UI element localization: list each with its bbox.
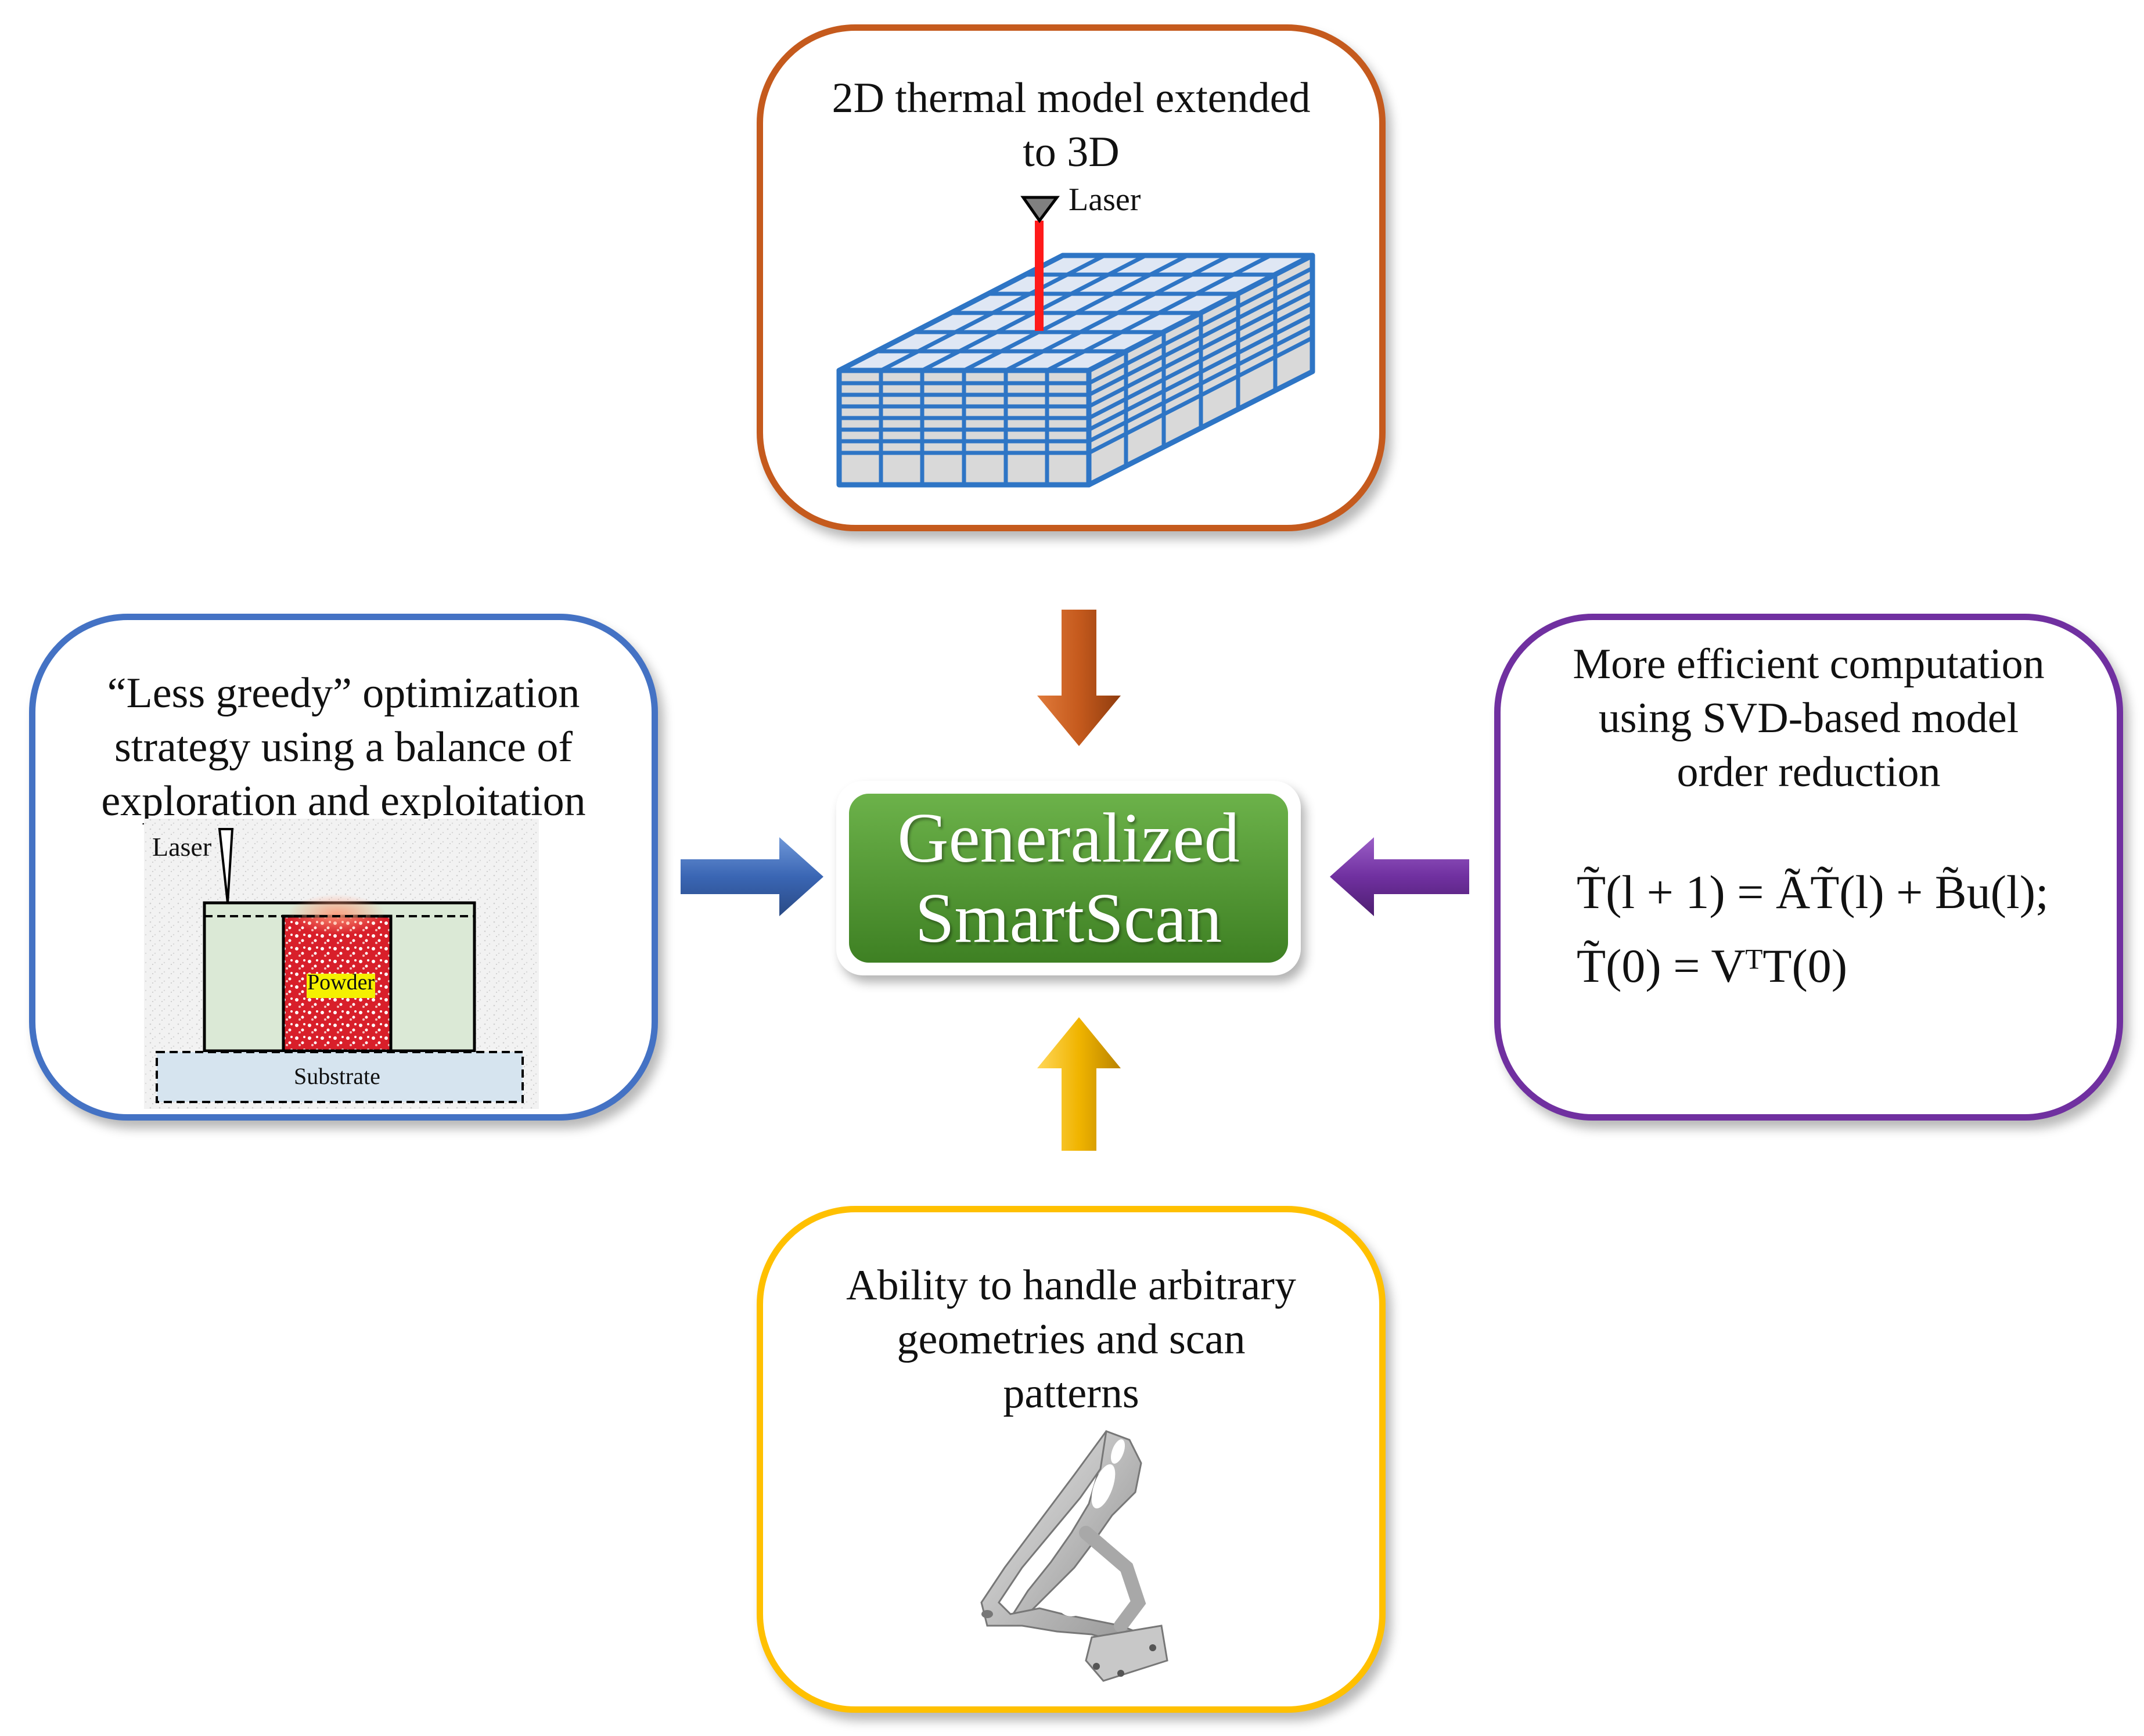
left-laser-label: Laser — [152, 832, 212, 862]
bracket-part-illustration — [980, 1430, 1168, 1682]
generalized-smartscan-fill: Generalized SmartScan — [849, 794, 1288, 963]
model-reduction-box: More efficient computation using SVD-bas… — [1494, 614, 2123, 1121]
model-reduction-title: More efficient computation using SVD-bas… — [1573, 640, 2045, 796]
thermal-model-title: 2D thermal model extended to 3D — [832, 74, 1311, 176]
optimization-strategy-title: “Less greedy” optimization strategy usin… — [101, 669, 586, 825]
powder-bed-illustration — [144, 819, 539, 1109]
arrow-left-purple — [1323, 830, 1476, 923]
powder-label: Powder — [307, 970, 375, 995]
top-laser-label: Laser — [1069, 182, 1141, 218]
generalized-smartscan-label: Generalized SmartScan — [897, 798, 1240, 957]
laser-beam — [1020, 196, 1060, 331]
substrate-label: Substrate — [294, 1063, 380, 1089]
generalized-smartscan-node: Generalized SmartScan — [836, 781, 1301, 975]
equation-state-update: T̃(l + 1) = ÃT̃(l) + B̃u(l); — [1577, 866, 2049, 919]
arrow-up-yellow — [1030, 1010, 1128, 1158]
voxel-grid-lines — [839, 253, 1314, 485]
arrow-down-orange — [1030, 603, 1128, 753]
equation-initial-state: T̃(0) = VᵀT(0) — [1577, 939, 1848, 992]
arbitrary-geometry-title: Ability to handle arbitrary geometries a… — [846, 1262, 1296, 1417]
arrow-right-blue — [674, 830, 830, 923]
